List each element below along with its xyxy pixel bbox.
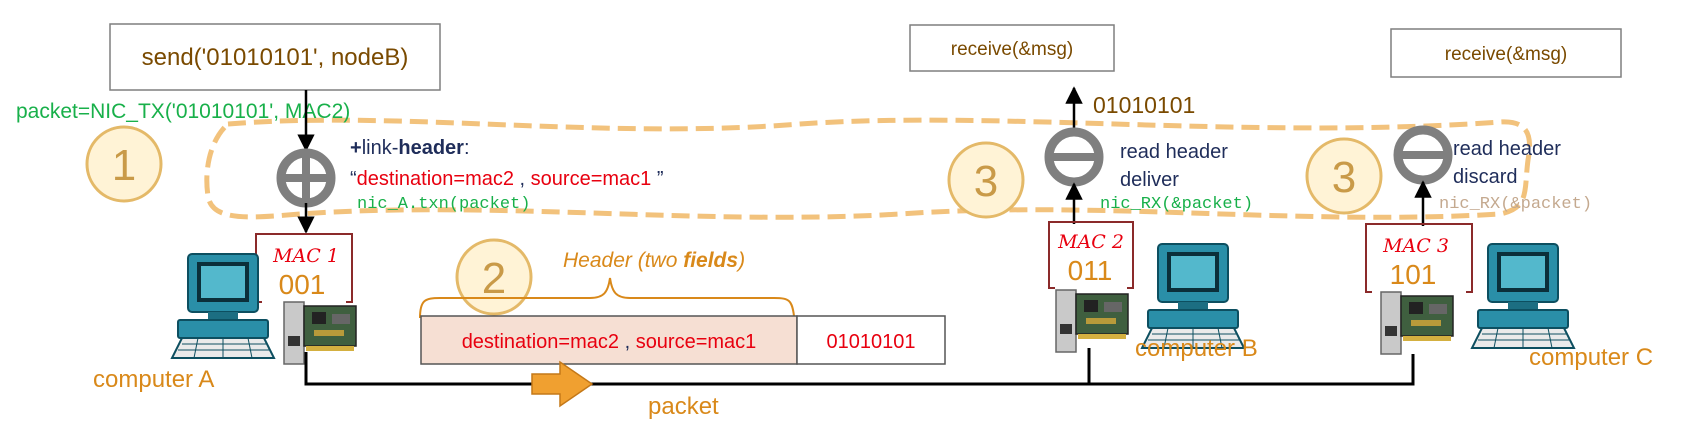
step-2-badge: 2 (455, 238, 533, 316)
mac-b-value: 011 (1068, 255, 1113, 286)
step-1-badge: 1 (85, 125, 163, 203)
mac-b-box: MAC 2 011 (1048, 221, 1134, 289)
mac-c-value: 101 (1390, 259, 1437, 290)
node-b-deliver: deliver (1120, 169, 1179, 191)
minus-circle-icon-c (1393, 125, 1453, 185)
payload-up-text: 01010101 (1093, 92, 1195, 118)
right-arrow-icon (531, 360, 594, 408)
mac-a-label: MAC 1 (272, 245, 339, 267)
node-b-rx-call: nic_RX(&packet) (1100, 195, 1253, 214)
mac-c-box: MAC 3 101 (1365, 223, 1473, 293)
header-brace (419, 277, 795, 319)
receive-text-b: receive(&msg) (951, 39, 1073, 60)
network-card-b-icon (1055, 289, 1129, 353)
network-card-a-icon (283, 301, 357, 365)
nic-a-txn: nic_A.txn(packet) (357, 195, 530, 214)
packet-payload-field (796, 315, 946, 365)
mac-c-label: MAC 3 (1382, 235, 1449, 257)
step-2-text: 2 (482, 254, 506, 303)
packet-label: packet (648, 393, 719, 420)
link-header-content: “destination=mac2 , source=mac1 ” (350, 168, 664, 190)
header-caption: Header (two fields) (563, 249, 745, 272)
computer-b-icon (1141, 243, 1245, 349)
network-bus (304, 352, 1415, 386)
receive-box-b (909, 24, 1115, 72)
packet-header-field (420, 315, 798, 365)
mac-b-label: MAC 2 (1057, 231, 1124, 253)
network-card-c-icon (1380, 291, 1454, 355)
computer-a-icon (171, 253, 275, 359)
receive-text-c: receive(&msg) (1445, 44, 1567, 65)
step-3-text-c: 3 (1332, 153, 1356, 202)
step-3-badge-b: 3 (947, 141, 1025, 219)
mac-a-value: 001 (279, 269, 326, 300)
xor-icon (276, 148, 336, 208)
node-c-discard: discard (1453, 166, 1517, 188)
packet-header-text: destination=mac2 , source=mac1 (462, 331, 757, 353)
send-box (109, 23, 441, 91)
send-text: send('01010101', nodeB) (142, 44, 409, 71)
node-b-read: read header (1120, 141, 1228, 163)
nic-tx-call: packet=NIC_TX('01010101', MAC2) (16, 100, 350, 123)
link-header-label: +link-header: (350, 137, 470, 159)
minus-circle-icon-b (1044, 127, 1104, 187)
step-3-text-b: 3 (974, 157, 998, 206)
computer-a-label: computer A (93, 366, 214, 393)
mac-a-box: MAC 1 001 (255, 233, 353, 303)
step-3-badge-c: 3 (1305, 137, 1383, 215)
computer-c-icon (1471, 243, 1575, 349)
dashed-region (204, 117, 1533, 220)
node-c-read: read header (1453, 138, 1561, 160)
packet-payload-text: 01010101 (827, 331, 916, 353)
computer-b-label: computer B (1135, 335, 1258, 362)
computer-c-label: computer C (1529, 344, 1653, 371)
step-1-text: 1 (112, 141, 136, 190)
receive-box-c (1390, 28, 1622, 78)
node-c-rx-call: nic_RX(&packet) (1439, 195, 1592, 214)
